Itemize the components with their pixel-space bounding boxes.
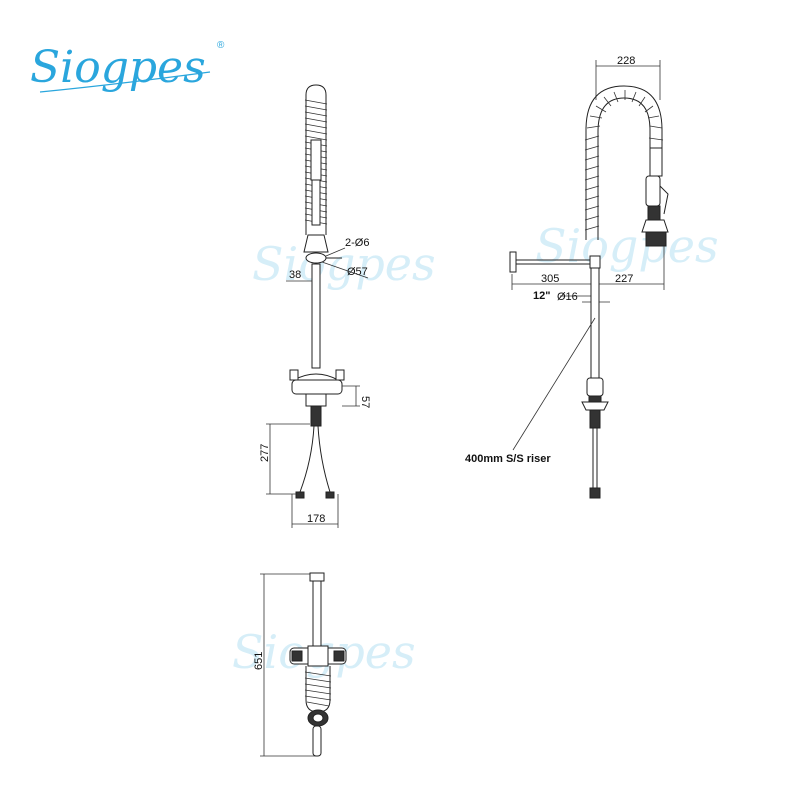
dim-178: 178 bbox=[307, 513, 325, 525]
front-view: 2-Ø6 Ø57 38 57 bbox=[259, 84, 371, 528]
bottom-top-cap bbox=[309, 572, 325, 582]
brand-logo-text: Siogpes bbox=[30, 42, 206, 93]
riser-note: 400mm S/S riser bbox=[465, 453, 551, 465]
front-shank bbox=[310, 405, 322, 427]
brand-logo: Siogpes ® bbox=[30, 40, 225, 93]
registered-mark: ® bbox=[217, 40, 225, 51]
dim-12in: 12" bbox=[533, 290, 550, 302]
side-mixer-body bbox=[581, 377, 609, 429]
dim-38: 38 bbox=[289, 269, 301, 281]
front-spray-handle bbox=[310, 139, 322, 181]
watermark-side: Siogpes bbox=[535, 219, 719, 273]
front-vertical-pipe bbox=[311, 263, 321, 369]
dim-16: Ø16 bbox=[557, 291, 578, 303]
front-wall-bracket bbox=[305, 252, 327, 264]
side-spring-coil bbox=[584, 85, 664, 240]
side-spray-head bbox=[641, 147, 669, 247]
bottom-spray-head bbox=[307, 709, 329, 727]
bottom-pipe bbox=[312, 580, 322, 648]
dim-227: 227 bbox=[615, 273, 633, 285]
front-mixer-body bbox=[289, 369, 345, 407]
bottom-view: 651 bbox=[253, 572, 347, 757]
front-top-nut bbox=[303, 234, 329, 253]
side-view: 228 305 227 12" bbox=[465, 55, 669, 499]
bottom-mixer-body bbox=[289, 645, 347, 667]
side-wall-bracket bbox=[509, 251, 601, 273]
dim-305: 305 bbox=[541, 273, 559, 285]
dim-277: 277 bbox=[259, 444, 271, 462]
holes-label: 2-Ø6 bbox=[345, 237, 369, 249]
dim-228: 228 bbox=[617, 55, 635, 67]
watermarks: Siogpes Siogpes Siogpes bbox=[232, 219, 719, 679]
dim-57: 57 bbox=[359, 396, 371, 408]
logo-swoosh bbox=[39, 71, 211, 93]
diameter-label: Ø57 bbox=[347, 266, 368, 278]
front-supply-hoses bbox=[295, 425, 335, 499]
front-spray-tube bbox=[311, 179, 321, 226]
watermark-front: Siogpes bbox=[252, 237, 436, 291]
dim-651: 651 bbox=[253, 652, 265, 670]
bottom-lower-pipe bbox=[312, 725, 322, 757]
side-hose-end bbox=[589, 487, 601, 499]
